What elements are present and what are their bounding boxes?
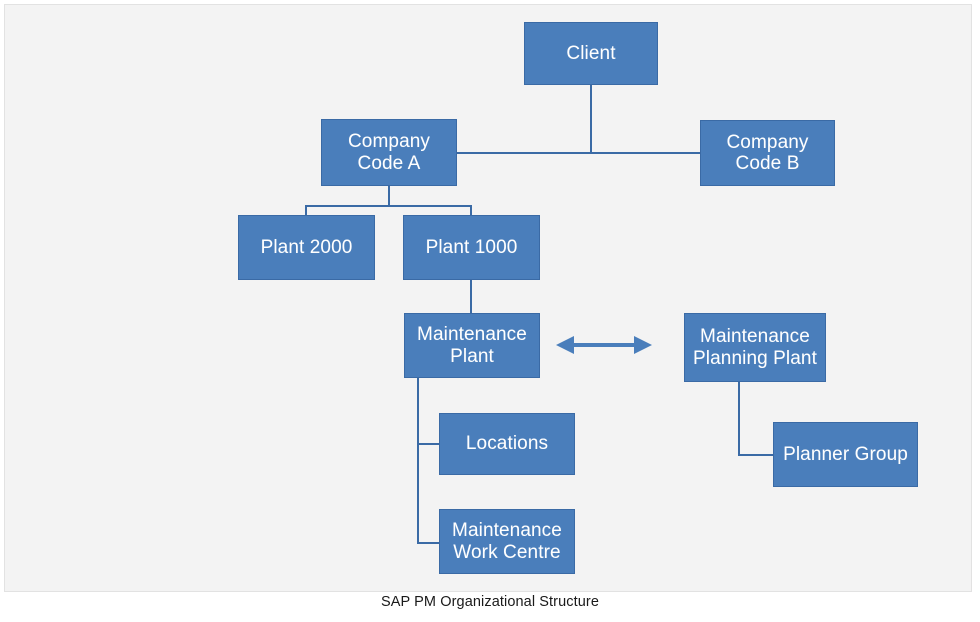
node-plant-2000[interactable]: Plant 2000 — [238, 215, 375, 280]
node-plant-1000[interactable]: Plant 1000 — [403, 215, 540, 280]
connector-maintenance-plant-drop-trunk — [417, 378, 419, 543]
connector-plants-branch-bar — [305, 205, 472, 207]
node-maintenance-planning-plant[interactable]: Maintenance Planning Plant — [684, 313, 826, 382]
node-maintenance-work-centre[interactable]: Maintenance Work Centre — [439, 509, 575, 574]
connector-trunk-to-locations — [417, 443, 440, 445]
connector-company-code-a-stem — [388, 186, 390, 207]
connector-planning-plant-drop-trunk — [738, 382, 740, 455]
node-locations[interactable]: Locations — [439, 413, 575, 475]
connector-trunk-to-work-centre — [417, 542, 440, 544]
connector-company-code-bus — [457, 152, 700, 154]
connector-plant-1000-to-maintenance-plant — [470, 280, 472, 314]
node-client[interactable]: Client — [524, 22, 658, 85]
node-maintenance-plant[interactable]: Maintenance Plant — [404, 313, 540, 378]
connector-branch-to-plant-1000 — [470, 205, 472, 216]
node-planner-group[interactable]: Planner Group — [773, 422, 918, 487]
slide-background — [4, 4, 972, 592]
node-company-code-a[interactable]: Company Code A — [321, 119, 457, 186]
diagram-caption: SAP PM Organizational Structure — [380, 594, 599, 610]
connector-branch-to-plant-2000 — [305, 205, 307, 216]
connector-client-to-bus — [590, 85, 592, 153]
connector-trunk-to-planner-group — [738, 454, 774, 456]
node-company-code-b[interactable]: Company Code B — [700, 120, 835, 186]
